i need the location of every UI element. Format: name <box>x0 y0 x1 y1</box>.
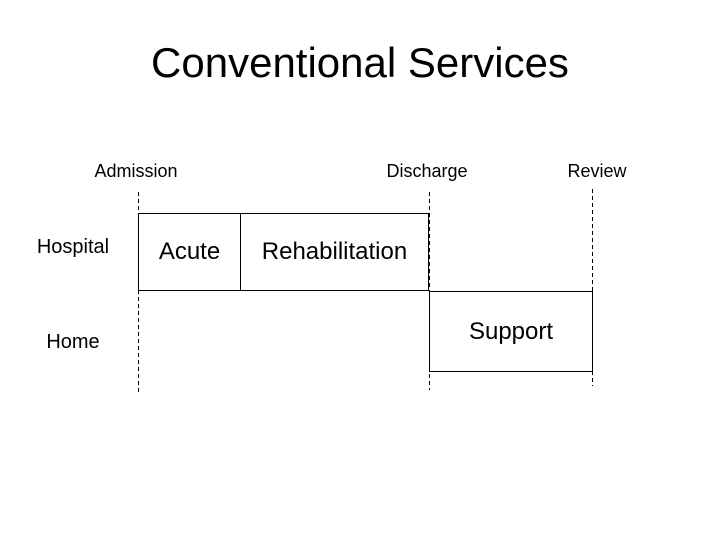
slide-title: Conventional Services <box>151 39 569 86</box>
row-label-home: Home <box>46 331 100 353</box>
phase-rehabilitation: Rehabilitation <box>261 238 408 265</box>
hospital-phase-box: Acute Rehabilitation <box>138 213 429 291</box>
milestone-label-admission: Admission <box>94 161 178 181</box>
admission-dashed-line <box>138 192 139 392</box>
row-label-hospital: Hospital <box>36 236 110 258</box>
milestone-label-review: Review <box>567 161 627 181</box>
phase-acute: Acute <box>139 214 241 290</box>
milestone-label-discharge: Discharge <box>386 161 468 181</box>
review-dashed-line <box>592 189 593 386</box>
phase-support: Support <box>429 291 593 372</box>
